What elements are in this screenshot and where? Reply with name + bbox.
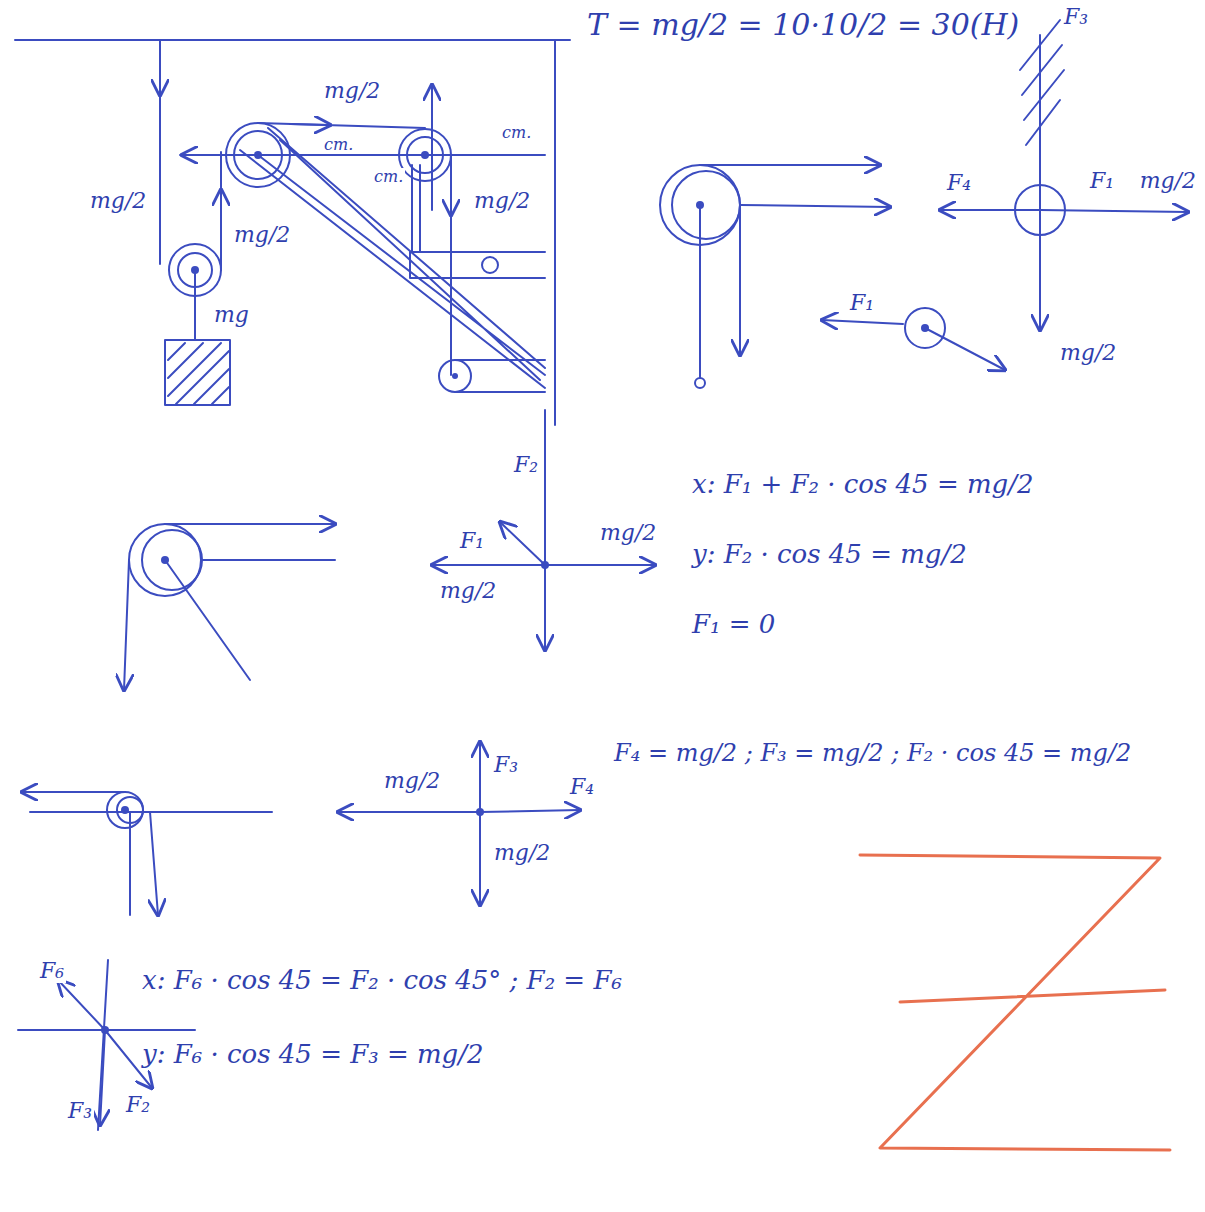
strut (165, 560, 250, 680)
axle (452, 373, 458, 379)
force-label: mg/2 (472, 188, 532, 213)
tension-arrow (220, 190, 222, 215)
equation: x: F₁ + F₂ · cos 45 = mg/2 (690, 470, 1036, 500)
pulley (1015, 185, 1065, 235)
equation: y: F₂ · cos 45 = mg/2 (690, 540, 969, 570)
force-label: F₃ (66, 1098, 94, 1123)
force-arrow (100, 1030, 105, 1125)
force-label: mg/2 (88, 188, 148, 213)
rope-end (695, 378, 705, 388)
force-arrow (940, 209, 1040, 211)
force-arrow (165, 523, 335, 525)
force-label: F₂ (512, 452, 540, 477)
force-arrow (58, 980, 105, 1030)
pulley (672, 171, 740, 239)
force-label: F₁ (1088, 168, 1116, 193)
force-label: mg/2 (598, 520, 658, 545)
force-label: mg/2 (1138, 168, 1198, 193)
force-label: F₃ (1062, 4, 1090, 29)
support-rod (412, 165, 420, 252)
equation: y: F₆ · cos 45 = F₃ = mg/2 (140, 1040, 486, 1070)
load-block (165, 340, 230, 405)
force-arrow (1040, 210, 1188, 212)
rope (699, 205, 701, 378)
force-label: mg/2 (492, 840, 552, 865)
force-arrow (479, 742, 481, 812)
pulley (439, 360, 471, 392)
ceiling-and-wall (15, 40, 570, 425)
rope (201, 559, 335, 561)
force-arrow (1039, 210, 1041, 330)
pulley (399, 129, 451, 181)
force-arrow (544, 410, 546, 650)
force-label: mg/2 (1058, 340, 1118, 365)
pulley (142, 530, 202, 590)
tension-arrow (431, 85, 433, 210)
grader-mark (860, 855, 1170, 1150)
equation: F₄ = mg/2 ; F₃ = mg/2 ; F₂ · cos 45 = mg… (612, 740, 1133, 768)
bracket (410, 252, 545, 278)
point (101, 1026, 109, 1034)
force-label: F₄ (945, 170, 973, 195)
force-label: F₄ (568, 774, 596, 799)
force-label: F₃ (492, 752, 520, 777)
axle (421, 151, 429, 159)
force-label: F₂ (124, 1092, 152, 1117)
force-arrow (479, 812, 481, 905)
force-label: F₁ (848, 290, 876, 315)
rope (129, 812, 131, 915)
force-label: cm. (322, 136, 355, 154)
force-arrow (338, 811, 480, 813)
axis (98, 960, 108, 1130)
equation: T = mg/2 = 10·10/2 = 30(H) (585, 8, 1021, 43)
force-label: F₁ (458, 528, 486, 553)
force-label: cm. (372, 168, 405, 186)
force-arrow (124, 560, 129, 690)
hatching (168, 343, 229, 404)
force-label: mg/2 (232, 222, 292, 247)
force-label: mg (212, 302, 251, 327)
tension-arrow (159, 55, 161, 95)
force-arrow (925, 328, 1005, 370)
force-arrow (545, 564, 655, 566)
tension-arrow (450, 170, 452, 215)
pulley-system (15, 40, 570, 425)
force-arrow (500, 522, 545, 565)
equation: x: F₆ · cos 45 = F₂ · cos 45° ; F₂ = F₆ (140, 966, 624, 996)
force-diagram (822, 20, 1188, 370)
force-arrow (822, 320, 903, 324)
pulley-free-body (660, 165, 890, 388)
point (541, 561, 549, 569)
force-line (1039, 35, 1041, 210)
force-arrow (480, 810, 580, 812)
scribble (1020, 20, 1064, 145)
force-arrow (740, 205, 890, 207)
diagonal-strut (240, 128, 545, 388)
force-arrow (432, 564, 545, 566)
force-arrow (150, 812, 158, 915)
force-label: mg/2 (322, 78, 382, 103)
pulley-free-body (22, 792, 272, 915)
force-label: cm. (500, 124, 533, 142)
equation: F₁ = 0 (690, 610, 777, 640)
pulley (482, 257, 498, 273)
rod (194, 270, 196, 340)
force-label: mg/2 (438, 578, 498, 603)
force-arrow (22, 791, 125, 793)
force-arrow (700, 164, 880, 166)
force-diagram (338, 742, 580, 905)
force-label: mg/2 (382, 768, 442, 793)
force-arrow (739, 205, 741, 355)
point (476, 808, 484, 816)
pulley (107, 792, 143, 828)
tension-arrow (182, 154, 250, 156)
force-label: F₆ (38, 958, 66, 983)
tension-arrow (290, 124, 330, 125)
pulley-free-body (124, 524, 335, 690)
